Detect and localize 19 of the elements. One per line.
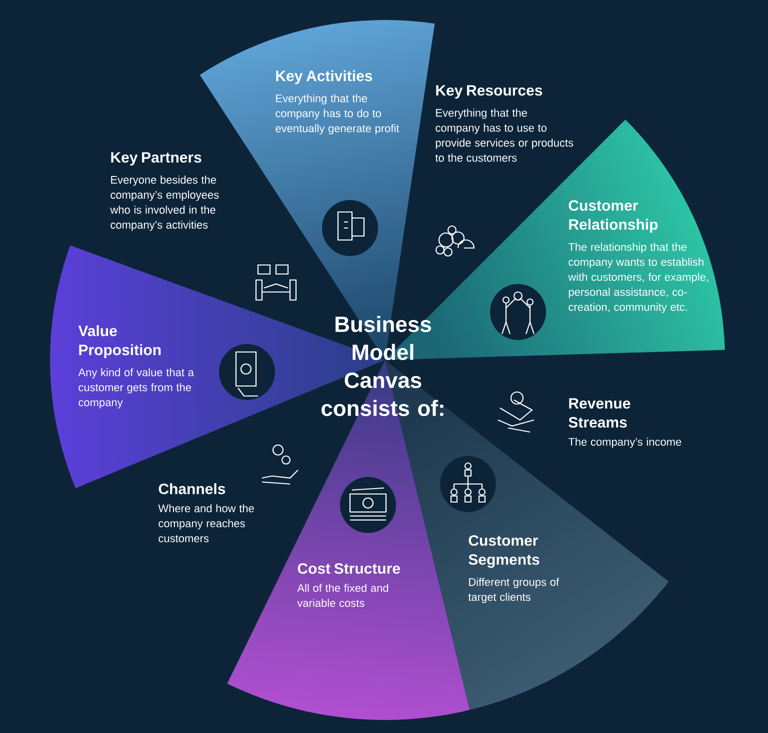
segment-heading: Customer Segments: [468, 535, 540, 568]
segment-heading: Key Resources: [436, 85, 542, 99]
segment-heading: Channels: [158, 483, 226, 494]
segment-description: Different groups of target clients: [468, 578, 560, 604]
segment-description: Everything that the company has to use to provide services or products to the customers: [435, 108, 574, 162]
segment-description: The company’s income: [568, 438, 682, 448]
segment-description: Any kind of value that a customer gets from the company: [78, 368, 194, 408]
segment-description: The relationship that the company wants to establish with customers, for example, personal assistance, co-creation, community etc.: [568, 242, 708, 314]
segment-heading: Revenue Streams: [568, 398, 630, 428]
segment-description: Everyone besides the company’s employees who is involved in the company’s activities: [110, 176, 219, 231]
segment-heading: Customer Relationship: [568, 200, 658, 233]
segment-description: Everything that the company has to do to eventually generate profit: [276, 94, 400, 134]
segment-heading: Key Activities: [276, 70, 372, 84]
segment-heading: Value Proposition: [78, 325, 161, 358]
segment-heading: Cost Structure: [298, 563, 400, 574]
segment-heading: Key Partners: [111, 152, 202, 166]
segment-description: All of the fixed and variable costs: [297, 584, 388, 607]
title: Business Model Canvas consists of:: [322, 316, 444, 416]
segment-description: Where and how the company reaches customers: [158, 504, 254, 542]
